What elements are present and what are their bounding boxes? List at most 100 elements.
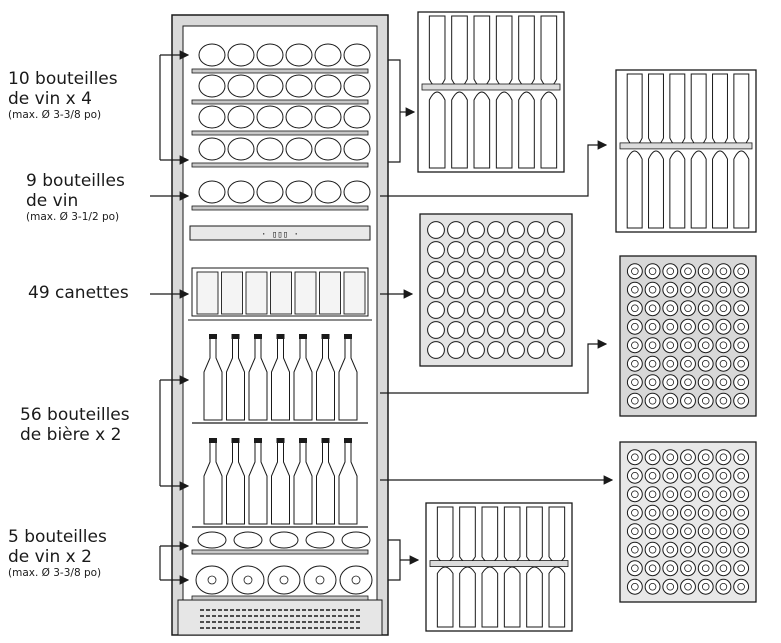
can-icon — [527, 221, 545, 239]
can-icon — [626, 392, 643, 409]
wine-bottle-icon — [256, 43, 284, 67]
wine-bottle-icon — [626, 73, 643, 147]
can-icon — [626, 523, 643, 540]
label-wine-bottom-line1: 5 bouteilles — [8, 527, 107, 547]
wine-bottle-icon — [285, 180, 313, 204]
can-icon — [507, 321, 525, 339]
can-icon — [467, 241, 485, 259]
wine-bottle-icon — [343, 180, 371, 204]
can-icon — [662, 337, 679, 354]
wine-bottle-icon — [256, 74, 284, 98]
can-icon — [447, 321, 465, 339]
can-icon — [662, 263, 679, 280]
wine-rack — [425, 502, 573, 632]
can-icon — [319, 271, 341, 315]
label-wine-top-line1: 10 bouteilles — [8, 69, 118, 89]
wine-bottle-icon — [339, 565, 373, 595]
wine-bottle-icon — [314, 137, 342, 161]
bottle-neck — [315, 575, 325, 585]
can-icon — [487, 261, 505, 279]
wine-bottle-icon — [233, 531, 263, 549]
can-icon — [697, 318, 714, 335]
left-brackets — [150, 50, 190, 585]
wine-bottle-icon — [227, 43, 255, 67]
wine-bottle-icon — [526, 566, 543, 628]
wine-bottle-icon — [495, 15, 513, 88]
can-icon — [733, 355, 750, 372]
can-icon — [447, 221, 465, 239]
can-icon — [427, 341, 445, 359]
wine-bottle-icon — [712, 73, 728, 147]
can-icon — [715, 281, 732, 298]
can-icon — [715, 449, 732, 466]
can-icon — [733, 486, 750, 503]
wine-bottle-icon — [481, 506, 499, 564]
can-icon — [680, 560, 696, 577]
can-icon — [644, 318, 661, 335]
bottle-neck — [279, 575, 289, 585]
wine-bottle-icon — [269, 531, 299, 549]
wine-bottle-icon — [256, 180, 284, 204]
can-icon — [715, 560, 732, 577]
can-icon — [662, 523, 679, 540]
can-icon — [644, 467, 661, 484]
can-icon — [697, 355, 714, 372]
beer-bottle-icon — [338, 438, 358, 525]
wine-bottle-icon — [343, 74, 371, 98]
can-icon — [507, 241, 525, 259]
can-icon — [644, 523, 661, 540]
label-cans: 49 canettes — [28, 283, 129, 304]
rack-bar — [421, 83, 561, 91]
beer-bottle-icon — [226, 334, 245, 421]
can-icon — [547, 341, 565, 359]
wine-bottle-icon — [428, 91, 446, 169]
can-icon — [294, 271, 317, 315]
bottle-neck — [351, 575, 361, 585]
beer-bottle-icon — [271, 438, 290, 525]
can-icon — [487, 321, 505, 339]
wine-bottle-icon — [518, 91, 535, 169]
wine-bottle-icon — [285, 74, 313, 98]
can-icon — [626, 355, 643, 372]
wine-shelf — [191, 99, 369, 105]
can-icon — [662, 541, 679, 558]
can-icon — [467, 261, 485, 279]
label-beer-line1: 56 bouteilles — [20, 405, 130, 425]
label-wine-top-line2: de vin x 4 — [8, 88, 92, 109]
can-icon — [715, 392, 732, 409]
wine-bottle-icon — [198, 137, 226, 161]
can-icon — [626, 578, 643, 595]
wine-bottle-icon — [648, 150, 664, 229]
can-icon — [547, 241, 565, 259]
can-icon — [662, 318, 679, 335]
can-icon — [680, 486, 696, 503]
wine-bottle-icon — [305, 531, 335, 549]
can-icon — [644, 337, 661, 354]
can-icon — [697, 504, 714, 521]
wine-bottle-icon — [540, 15, 558, 88]
wine-bottle-icon — [303, 565, 337, 595]
wine-bottle-icon — [648, 73, 664, 147]
can-icon — [715, 374, 732, 391]
can-icon — [447, 241, 465, 259]
can-icon — [662, 467, 679, 484]
can-icon — [507, 301, 525, 319]
beer-bottle-icon — [316, 334, 335, 421]
can-icon — [680, 281, 696, 298]
right-connectors — [380, 59, 614, 581]
can-icon — [626, 541, 643, 558]
wine-bottle-icon — [473, 91, 491, 169]
can-icon — [733, 560, 750, 577]
can-icon — [527, 261, 545, 279]
beer-bottle-icon — [203, 438, 223, 525]
can-icon — [697, 560, 714, 577]
wine-bottle-icon — [227, 105, 255, 129]
label-cans-line1: 49 canettes — [28, 283, 129, 303]
can-icon — [680, 337, 696, 354]
can-icon — [733, 523, 750, 540]
can-icon — [527, 301, 545, 319]
can-icon — [662, 486, 679, 503]
label-wine-mid: 9 bouteilles de vin (max. Ø 3-1/2 po) — [26, 171, 125, 223]
can-icon — [427, 261, 445, 279]
